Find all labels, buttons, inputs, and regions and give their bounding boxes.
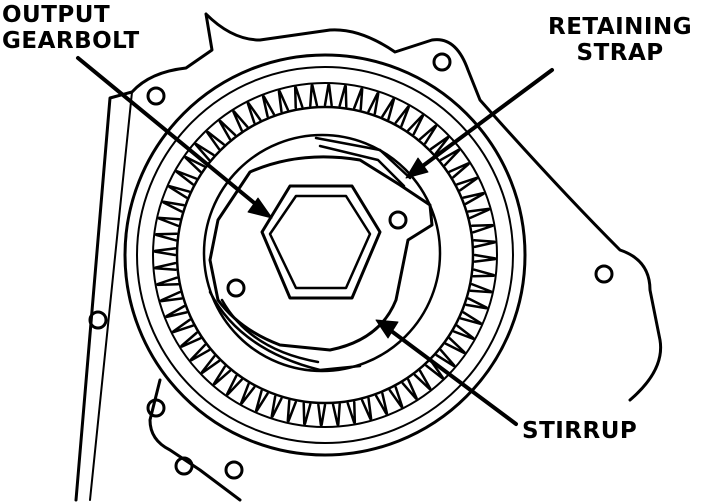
gear-tooth <box>353 87 364 111</box>
leader-retaining-strap <box>418 68 554 170</box>
label-stirrup-line1: STIRRUP <box>522 418 638 444</box>
gear-tooth <box>413 369 432 391</box>
gear-tooth <box>232 110 249 132</box>
mount-hole-7 <box>224 460 244 480</box>
label-stirrup: STIRRUP <box>522 418 637 444</box>
gear-tooth <box>205 130 225 151</box>
mount-hole-3 <box>594 264 614 284</box>
label-retaining-strap: RETAINING STRAP <box>548 14 692 66</box>
mount-hole-6 <box>174 456 194 476</box>
strap-lower-band <box>208 290 362 372</box>
gear-body-inner <box>175 105 475 405</box>
gear-tooth <box>331 403 341 426</box>
gear-housing-outer <box>123 53 527 457</box>
gear-tooth <box>444 337 466 355</box>
gear-tooth <box>254 389 269 412</box>
arrowhead-output-gearbolt <box>247 197 273 219</box>
gear-tooth <box>175 170 198 186</box>
gear-tooth <box>171 318 194 334</box>
gear-teeth <box>153 83 497 427</box>
gear-tooth <box>270 395 283 418</box>
gear-tooth <box>293 86 304 110</box>
gear-tooth <box>162 200 185 213</box>
gear-tooth <box>374 392 389 415</box>
gear-tooth <box>157 216 181 227</box>
leader-output-gearbolt <box>76 56 260 208</box>
label-output-gearbolt: OUTPUT GEARBOLT <box>2 2 140 54</box>
gear-tooth <box>180 331 202 348</box>
mount-hole-5 <box>146 398 166 418</box>
retaining-strap-band <box>314 136 412 188</box>
gear-tooth <box>168 184 191 199</box>
gear-tooth <box>472 268 496 278</box>
gear-tooth <box>154 261 177 271</box>
gear-tooth <box>159 290 183 303</box>
label-output-line1: OUTPUT <box>2 2 111 28</box>
arrowhead-retaining-strap <box>405 157 429 179</box>
gear-tooth <box>394 105 410 128</box>
gear-tooth-ring <box>152 82 498 428</box>
gear-tooth <box>338 84 348 108</box>
gear-tooth <box>286 399 297 423</box>
mount-hole-4 <box>88 310 108 330</box>
housing-edge-left <box>89 91 133 501</box>
label-retaining-line2: STRAP <box>576 40 664 66</box>
output-gearbolt-hex-inner <box>268 194 372 290</box>
leader-stirrup <box>388 328 518 426</box>
mount-hole-2 <box>432 52 452 72</box>
arrowhead-stirrup <box>375 319 399 339</box>
gear-tooth <box>467 207 491 220</box>
gear-tooth <box>240 382 256 405</box>
label-output-line2: GEARBOLT <box>2 28 140 54</box>
gear-tooth <box>218 119 237 141</box>
gear-tooth <box>194 142 215 162</box>
gear-tooth <box>456 176 479 192</box>
gear-tooth <box>309 84 319 107</box>
gear-tooth <box>429 135 450 155</box>
gear-tooth <box>165 304 188 319</box>
label-retaining-line1: RETAINING <box>548 14 693 40</box>
gear-housing-rim <box>136 66 514 444</box>
gear-tooth <box>452 324 475 340</box>
gear-tooth <box>225 374 243 396</box>
gear-tooth <box>465 297 488 310</box>
gear-tooth <box>154 232 178 242</box>
gear-tooth <box>212 365 232 386</box>
gear-tooth <box>184 155 206 173</box>
gear-tooth <box>473 253 497 263</box>
gear-tooth <box>407 114 425 136</box>
gear-tooth <box>200 355 221 375</box>
gear-tooth <box>448 162 470 179</box>
gear-tooth <box>388 386 404 409</box>
gear-tooth <box>469 283 493 294</box>
gear-tooth <box>323 83 333 107</box>
gear-tooth <box>401 378 418 400</box>
gear-tooth <box>153 247 177 257</box>
gear-tooth <box>381 98 396 121</box>
gear-tooth <box>367 92 380 115</box>
gear-tooth <box>425 359 445 380</box>
pivot-pin-left <box>226 278 246 298</box>
gear-tooth <box>470 223 494 234</box>
gear-tooth <box>418 124 438 145</box>
gear-tooth <box>360 397 373 421</box>
gear-tooth <box>302 402 312 426</box>
gear-tooth <box>277 89 290 113</box>
mount-hole-1 <box>146 86 166 106</box>
gear-tooth <box>459 311 482 326</box>
gear-tooth <box>261 95 276 118</box>
gear-tooth <box>462 191 485 206</box>
gear-tooth <box>439 148 461 167</box>
gear-tooth <box>246 101 262 124</box>
gear-tooth <box>346 400 357 424</box>
gear-tooth <box>473 239 496 249</box>
gear-tooth <box>435 348 456 368</box>
output-gearbolt-hex-outer <box>260 184 382 300</box>
gear-tooth <box>189 343 211 362</box>
pivot-pin-right <box>388 210 408 230</box>
gear-tooth <box>317 403 327 427</box>
gear-tooth <box>156 276 180 287</box>
